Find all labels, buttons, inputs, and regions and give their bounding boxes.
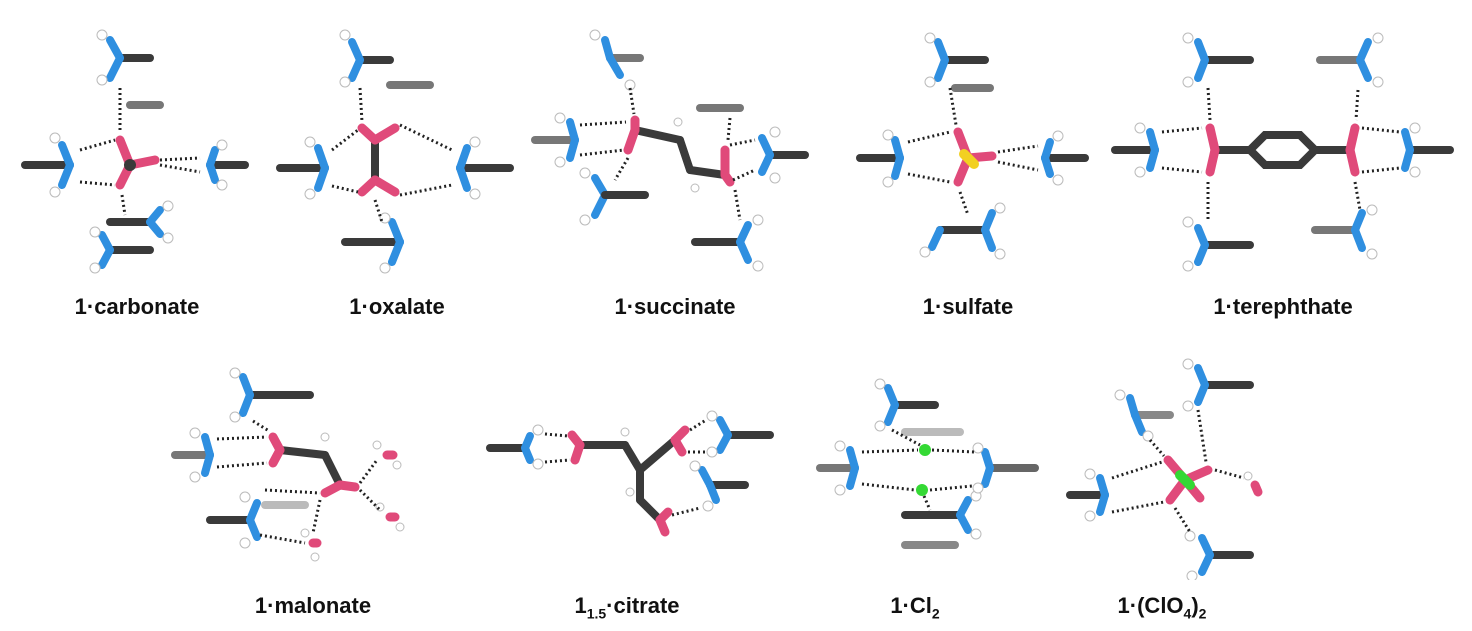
panel-malonate: [165, 345, 425, 575]
caption-succinate: 1·succinate: [614, 294, 736, 319]
caption-oxalate: 1·oxalate: [349, 294, 445, 319]
caption-sulfate: 1·sulfate: [922, 294, 1014, 319]
caption-citrate-prefix: 1: [574, 593, 587, 618]
perchlorate-structure: [1066, 358, 1263, 580]
caption-chloride: 1·Cl2: [890, 593, 939, 621]
succinate-structure: [531, 29, 809, 272]
panel-carbonate: [10, 10, 250, 280]
caption-chloride-prefix: 1·Cl: [890, 593, 932, 618]
chloride-structure: [816, 378, 1039, 549]
caption-chloride-sub: 2: [931, 605, 940, 622]
caption-perchlorate-suffix: ): [1191, 593, 1199, 618]
caption-perchlorate: 1·(ClO4)2: [1118, 593, 1207, 621]
carbonate-structure: [21, 29, 249, 274]
sulfate-structure: [856, 32, 1089, 260]
panel-citrate: [480, 400, 780, 550]
oxalate-structure: [276, 29, 514, 274]
panel-oxalate: [270, 10, 520, 280]
caption-perchlorate-prefix: 1·(ClO: [1117, 593, 1184, 618]
terephthate-structure: [1111, 32, 1454, 272]
caption-perchlorate-sub: 4: [1183, 605, 1192, 622]
caption-malonate: 1·malonate: [254, 593, 372, 618]
caption-carbonate: 1·carbonate: [74, 294, 200, 319]
caption-citrate: 11.5·citrate: [574, 593, 679, 621]
malonate-structure: [171, 367, 405, 562]
panel-sulfate: [850, 10, 1100, 280]
panel-terephthate: [1110, 10, 1460, 280]
panel-perchlorate: [1060, 340, 1290, 580]
citrate-structure: [486, 410, 774, 537]
caption-citrate-sub: 1.5: [586, 605, 607, 622]
panel-succinate: [530, 10, 820, 280]
panel-chloride: [810, 360, 1050, 580]
caption-citrate-suffix: ·citrate: [606, 593, 680, 618]
caption-perchlorate-sub2: 2: [1198, 605, 1207, 622]
caption-terephthate: 1·terephthate: [1213, 294, 1353, 319]
